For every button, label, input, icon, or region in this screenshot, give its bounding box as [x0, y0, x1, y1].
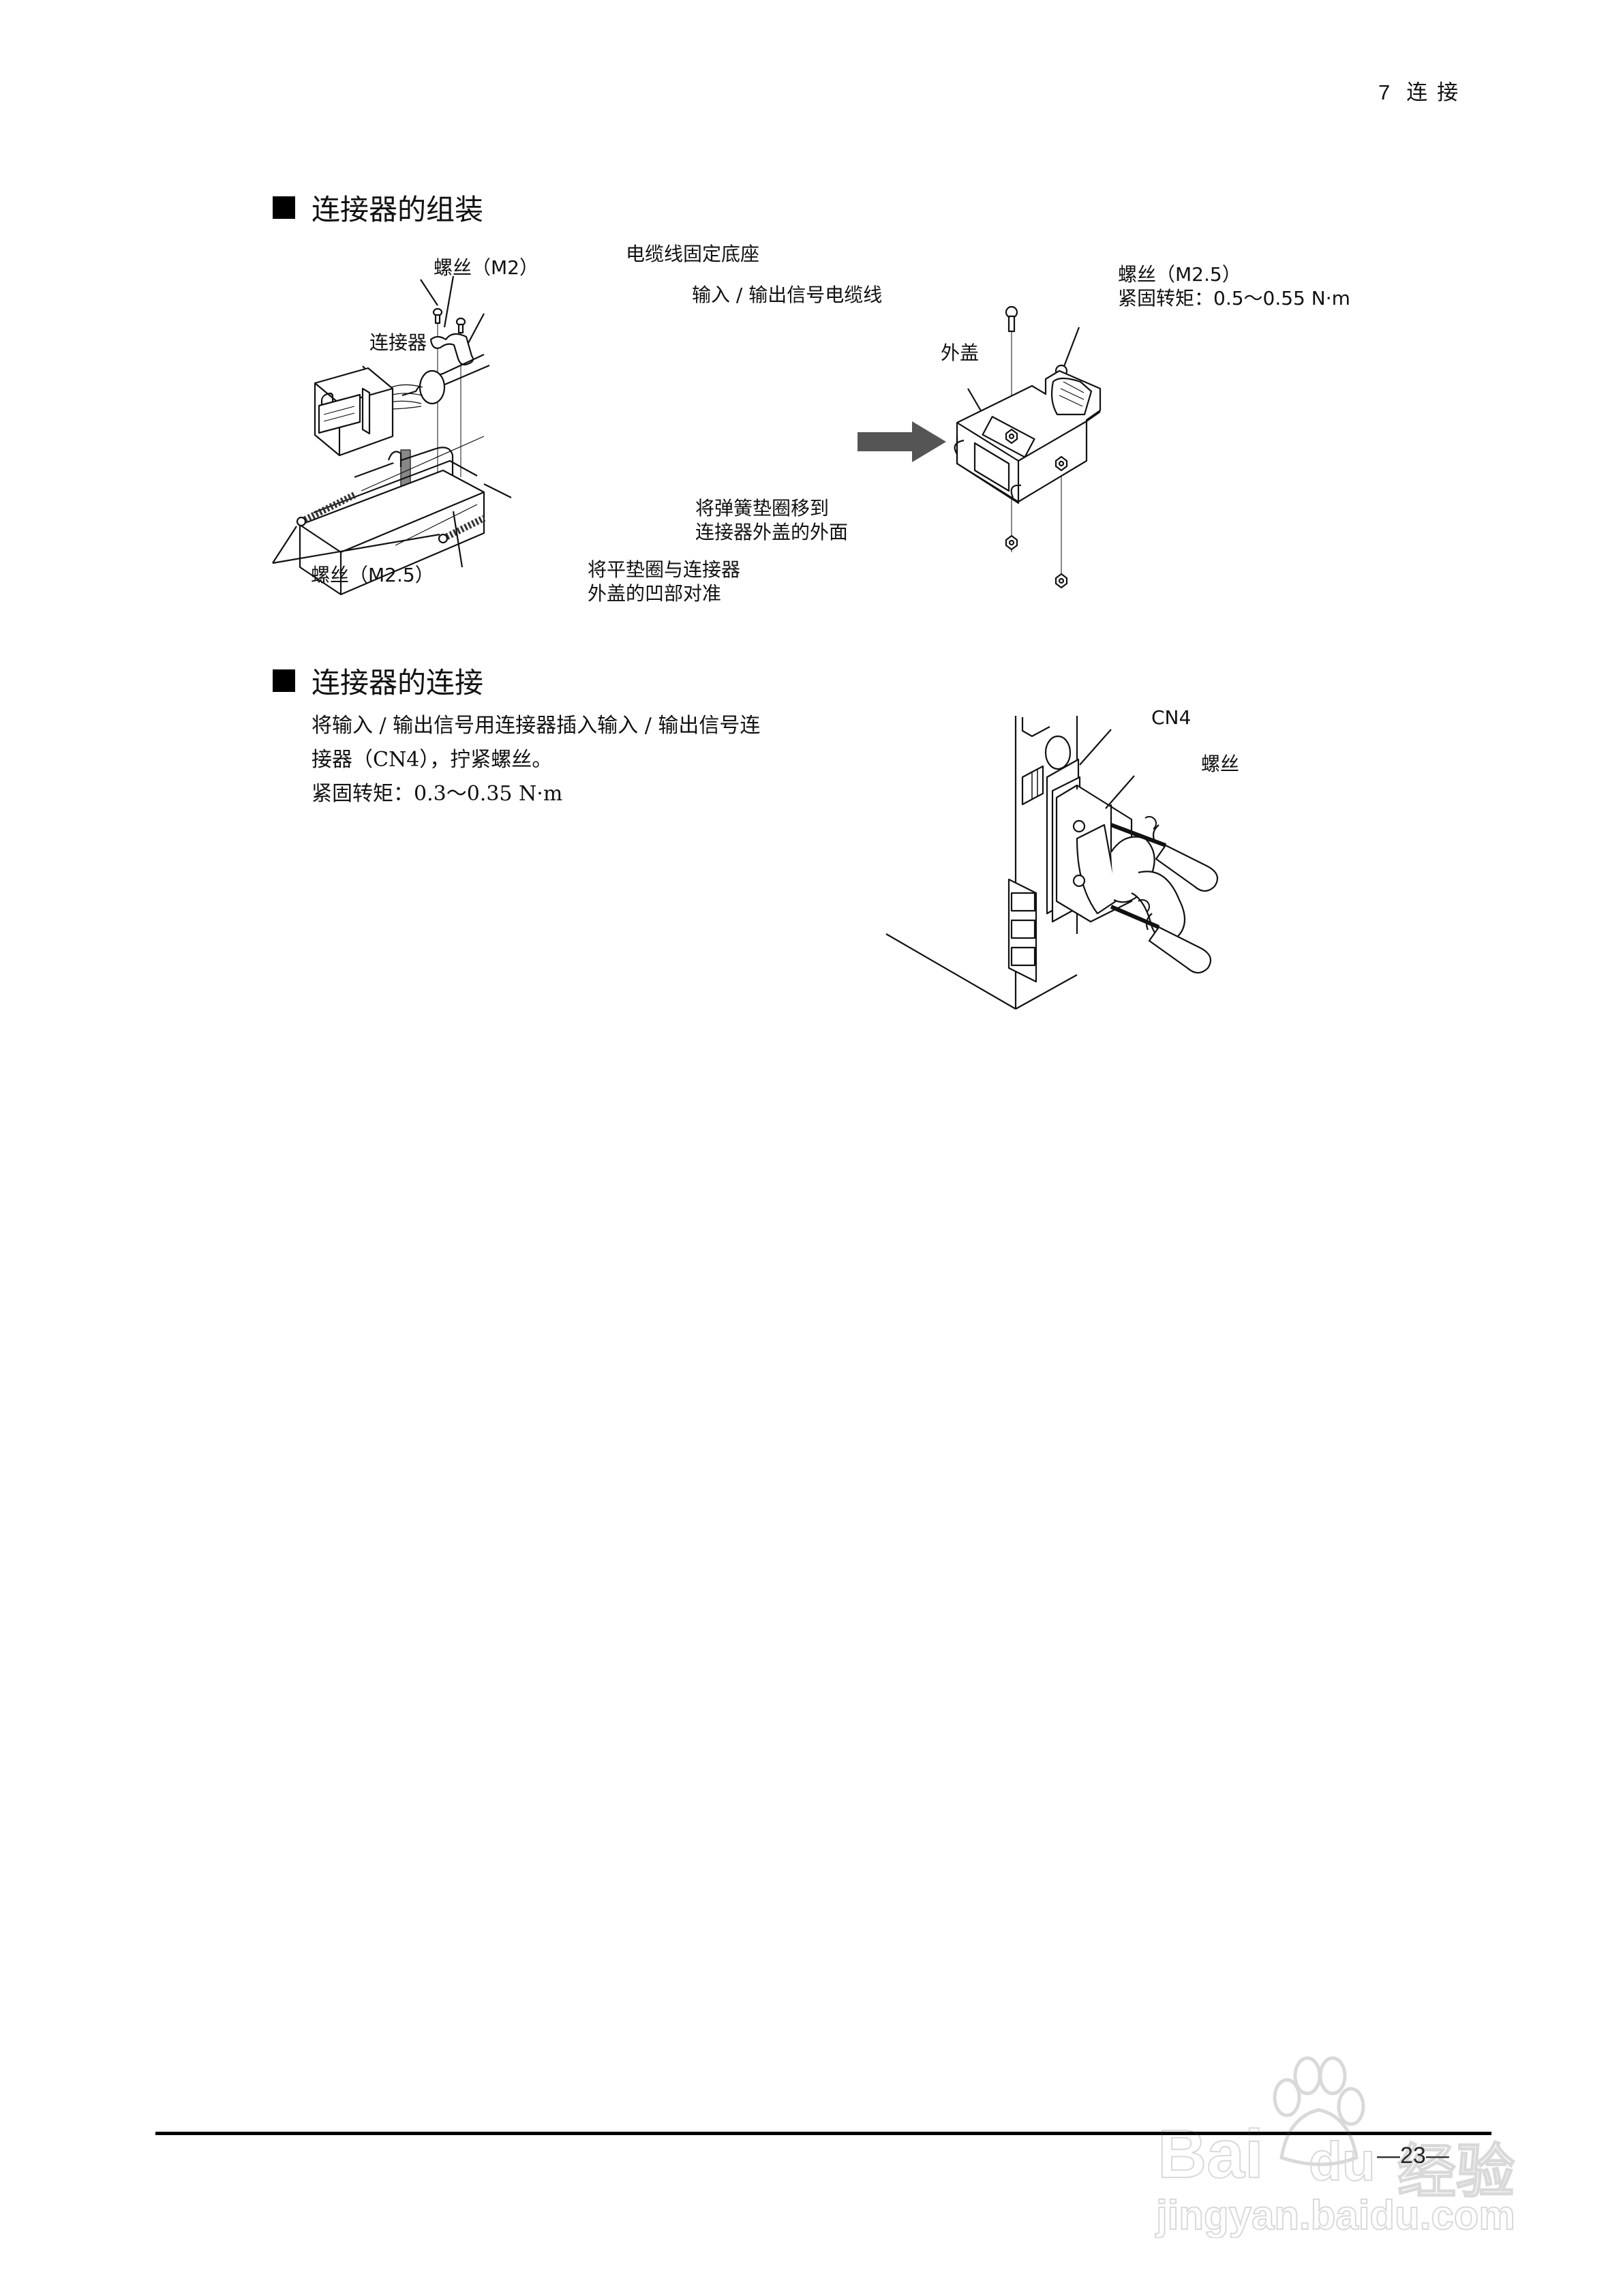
footer-rule — [155, 2132, 1491, 2135]
torque-line: 紧固转矩：0.3～0.35 N·m — [312, 782, 563, 806]
chapter-title: 连 接 — [1406, 80, 1460, 105]
label-connector: 连接器 — [369, 331, 427, 354]
section-title: 连接器的组装 — [312, 193, 484, 226]
baidu-watermark: Bai du 经验 jingyan.baidu.com — [1152, 2055, 1534, 2239]
label-screw: 螺丝 — [1201, 753, 1240, 775]
cn4-connection-illustration — [885, 716, 1219, 1010]
label-screw-m25-left: 螺丝（M2.5） — [311, 564, 434, 586]
section-heading-assembly: 连接器的组装 — [273, 187, 483, 228]
label-io-cable: 输入 / 输出信号电缆线 — [692, 284, 883, 306]
section-heading-connection: 连接器的连接 — [273, 660, 483, 701]
page-number: —23— — [1377, 2143, 1449, 2169]
connector-assembly-illustration — [272, 275, 512, 596]
label-screw-m2: 螺丝（M2） — [434, 256, 539, 279]
instruction-line: 接器（CN4），拧紧螺丝。 — [312, 748, 553, 772]
right-arrow-icon — [858, 421, 946, 462]
bullet-square-icon — [273, 669, 295, 692]
label-screw-m25-right: 螺丝（M2.5） 紧固转矩：0.5～0.55 N·m — [1118, 263, 1350, 309]
label-cn4: CN4 — [1151, 706, 1192, 729]
label-spring-washer: 将弹簧垫圈移到 连接器外盖的外面 — [695, 497, 849, 543]
assembled-connector-illustration — [954, 305, 1102, 589]
label-cable-clamp: 电缆线固定底座 — [626, 243, 760, 265]
paw-logo-icon — [1273, 2056, 1365, 2166]
connection-instructions: 将输入 / 输出信号用连接器插入输入 / 输出信号连 接器（CN4），拧紧螺丝。… — [312, 709, 760, 811]
label-cover: 外盖 — [941, 342, 980, 364]
section-title: 连接器的连接 — [312, 666, 484, 699]
chapter-number: 7 — [1378, 80, 1392, 104]
bullet-square-icon — [273, 196, 295, 219]
label-flat-washer: 将平垫圈与连接器 外盖的凹部对准 — [588, 558, 741, 605]
running-header: 7 连 接 — [1378, 75, 1459, 106]
instruction-line: 将输入 / 输出信号用连接器插入输入 / 输出信号连 — [312, 714, 761, 738]
